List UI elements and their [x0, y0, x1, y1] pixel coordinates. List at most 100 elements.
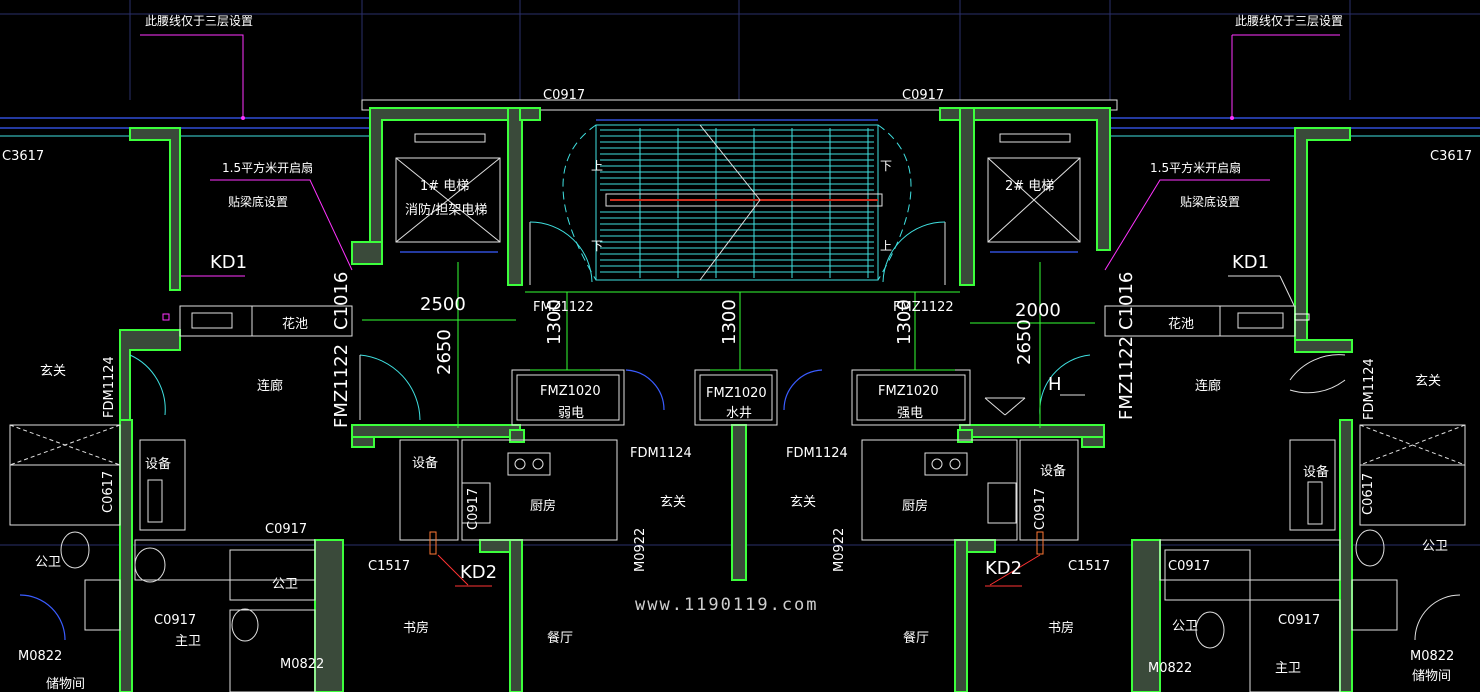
- room-shufang-left: 书房: [403, 620, 429, 636]
- dim-2000: 2000: [1015, 300, 1061, 321]
- door-m0922-right: M0922: [832, 528, 847, 572]
- dim-1300-a: 1300: [544, 299, 565, 345]
- facade-lines: [0, 99, 1480, 137]
- shaft-water-label: 水井: [726, 406, 752, 421]
- dim-1300-c: 1300: [894, 299, 915, 345]
- door-fdm1124-right-v: FDM1124: [1362, 358, 1377, 420]
- room-shebei-r1: 设备: [1040, 463, 1066, 479]
- room-chuwu-right: 储物间: [1412, 669, 1451, 684]
- shaft-weak-label: 弱电: [558, 406, 584, 421]
- door-m0822-mid-left: M0822: [280, 657, 324, 672]
- shaft-water-code: FMZ1020: [706, 386, 767, 401]
- window-c0917-kitchen-left: C0917: [466, 488, 481, 530]
- stair-up-1: 上: [591, 159, 603, 173]
- stair-doors: [529, 221, 946, 285]
- elevator-2: [987, 133, 1081, 253]
- window-c0617-left: C0617: [101, 471, 116, 513]
- room-chufang-left: 厨房: [530, 498, 556, 514]
- stair-down-1: 下: [880, 159, 892, 173]
- room-lianlang-right: 连廊: [1195, 378, 1221, 394]
- elevator-1-subtitle: 消防/担架电梯: [405, 202, 487, 218]
- walls: [119, 107, 1353, 692]
- room-canting-right: 餐厅: [903, 630, 929, 646]
- note-leaders: [140, 34, 1340, 319]
- door-fmz1122-right-v: FMZ1122: [1116, 336, 1137, 420]
- window-c3617-right: C3617: [1430, 149, 1472, 164]
- vent-note-left-1: 1.5平方米开启扇: [222, 160, 313, 175]
- room-gongwei-left: 公卫: [35, 555, 61, 570]
- tag-kd1-right: KD1: [1232, 252, 1269, 273]
- window-c0917-mid-left: C0917: [265, 522, 307, 537]
- tag-kd2-left: KD2: [460, 562, 497, 583]
- window-c0917-top-left: C0917: [543, 88, 585, 103]
- vent-note-right-2: 贴梁底设置: [1180, 194, 1240, 209]
- dimension-lines: [362, 262, 1095, 428]
- elevator-1-title: 1# 电梯: [420, 179, 469, 194]
- room-lianlang-left: 连廊: [257, 378, 283, 394]
- watermark: www.1190119.com: [635, 595, 819, 615]
- room-chufang-right: 厨房: [902, 498, 928, 514]
- room-huachi-right: 花池: [1168, 316, 1194, 332]
- door-fmz1122-left-v: FMZ1122: [331, 344, 352, 428]
- room-gongwei-mid-left: 公卫: [272, 577, 298, 592]
- door-m0922-left: M0922: [633, 528, 648, 572]
- note-right: 此腰线仅于三层设置: [1235, 14, 1343, 28]
- room-xuanguan-left: 玄关: [40, 364, 66, 379]
- room-xuanguan-right: 玄关: [1415, 374, 1441, 389]
- window-c0917-bath-right: C0917: [1278, 613, 1320, 628]
- door-m0822-mid-right: M0822: [1148, 661, 1192, 676]
- elevator-1: [395, 133, 501, 253]
- room-shebei-l1: 设备: [145, 456, 171, 472]
- room-shebei-l2: 设备: [412, 455, 438, 471]
- door-m0822-left: M0822: [18, 649, 62, 664]
- window-c1016-right: C1016: [1116, 272, 1137, 330]
- window-c0917-top-right: C0917: [902, 88, 944, 103]
- room-shebei-r2: 设备: [1303, 464, 1329, 480]
- partitions: [9, 305, 1466, 692]
- vent-note-right-1: 1.5平方米开启扇: [1150, 160, 1241, 175]
- dim-2650-left: 2650: [434, 329, 455, 375]
- stair-down-2: 下: [591, 239, 603, 253]
- room-xuanguan-mid-left: 玄关: [660, 495, 686, 510]
- door-fmz1122-stair-right: FMZ1122: [893, 300, 954, 315]
- text-layer: 此腰线仅于三层设置 此腰线仅于三层设置 1.5平方米开启扇 贴梁底设置 1.5平…: [2, 14, 1472, 692]
- elevator-2-title: 2# 电梯: [1005, 179, 1054, 194]
- vent-note-left-2: 贴梁底设置: [228, 194, 288, 209]
- window-c0617-right: C0617: [1361, 473, 1376, 515]
- room-zhuwei-right: 主卫: [1275, 661, 1301, 676]
- room-chuwu-left: 储物间: [46, 677, 85, 692]
- room-zhuwei-left: 主卫: [175, 634, 201, 649]
- door-fdm1124-left-v: FDM1124: [102, 356, 117, 418]
- door-fdm1124-mid-left: FDM1124: [630, 446, 692, 461]
- door-fmz1122-stair-left: FMZ1122: [533, 300, 594, 315]
- tag-kd1-left: KD1: [210, 252, 247, 273]
- door-fdm1124-mid-right: FDM1124: [786, 446, 848, 461]
- shaft-strong-code: FMZ1020: [878, 384, 939, 399]
- window-c1016-left: C1016: [331, 272, 352, 330]
- room-shufang-right: 书房: [1048, 620, 1074, 636]
- dim-2500: 2500: [420, 294, 466, 315]
- dim-2650-right: 2650: [1014, 319, 1035, 365]
- window-c1517-left: C1517: [368, 559, 410, 574]
- room-xuanguan-mid-right: 玄关: [790, 495, 816, 510]
- room-huachi-left: 花池: [282, 316, 308, 332]
- window-c0917-bath-left: C0917: [154, 613, 196, 628]
- tag-kd2-right: KD2: [985, 558, 1022, 579]
- dim-1300-b: 1300: [719, 299, 740, 345]
- room-canting-left: 餐厅: [547, 630, 573, 646]
- shaft-strong-label: 强电: [897, 406, 923, 421]
- note-left: 此腰线仅于三层设置: [145, 14, 253, 28]
- room-gongwei-mid-right: 公卫: [1172, 619, 1198, 634]
- window-c0917-bath-right-top: C0917: [1168, 559, 1210, 574]
- tag-h: H: [1048, 374, 1062, 395]
- window-c3617-left: C3617: [2, 149, 44, 164]
- shaft-weak-code: FMZ1020: [540, 384, 601, 399]
- kd-markers: [162, 313, 1310, 587]
- window-c1517-right: C1517: [1068, 559, 1110, 574]
- room-gongwei-right: 公卫: [1422, 539, 1448, 554]
- window-c0917-kitchen-right: C0917: [1033, 488, 1048, 530]
- stair: [562, 119, 912, 281]
- door-m0822-right: M0822: [1410, 649, 1454, 664]
- stair-up-2: 上: [880, 239, 892, 253]
